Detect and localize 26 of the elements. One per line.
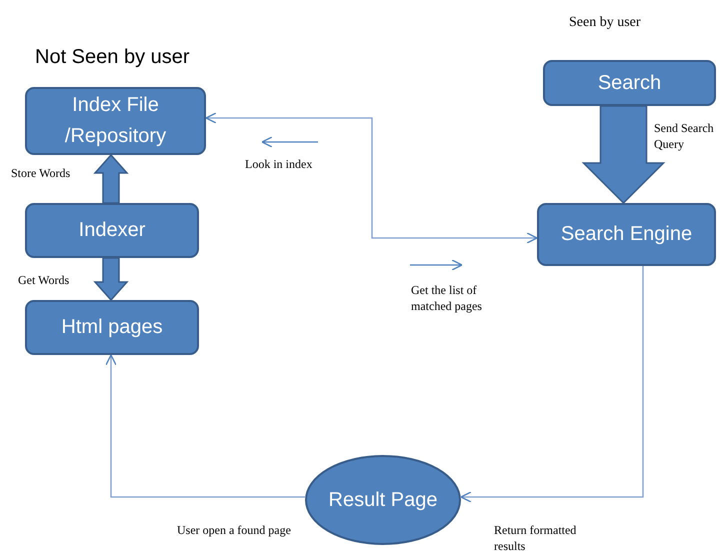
block-arrow <box>93 257 129 302</box>
section-heading: Not Seen by user <box>35 45 191 70</box>
edge-label: Store Words <box>11 166 72 182</box>
process-box <box>25 203 199 258</box>
node-label: Index File /Repository <box>64 93 168 149</box>
process-box <box>543 60 716 106</box>
section-heading: Seen by user <box>569 14 642 32</box>
note-text: Get the list of matched pages <box>411 283 483 314</box>
node-label: Search <box>598 70 662 96</box>
edge-label: Get Words <box>18 273 70 289</box>
node-label: Indexer <box>78 218 146 243</box>
node-label: Result Page <box>328 488 438 513</box>
process-box <box>25 87 206 155</box>
block-arrow <box>582 105 666 204</box>
process-box <box>537 203 716 266</box>
block-arrow <box>93 154 129 204</box>
node-label: Search Engine <box>560 222 692 247</box>
note-text: Look in index <box>245 157 314 173</box>
edge-label: Send Search Query <box>654 121 715 152</box>
process-box <box>25 300 199 355</box>
edge-label: Return formatted results <box>494 523 578 551</box>
connector-arrow <box>105 354 305 498</box>
node-label: Html pages <box>61 315 163 340</box>
connector-arrow <box>460 266 644 503</box>
connector-arrow <box>205 112 538 244</box>
edge-label: User open a found page <box>177 523 292 539</box>
